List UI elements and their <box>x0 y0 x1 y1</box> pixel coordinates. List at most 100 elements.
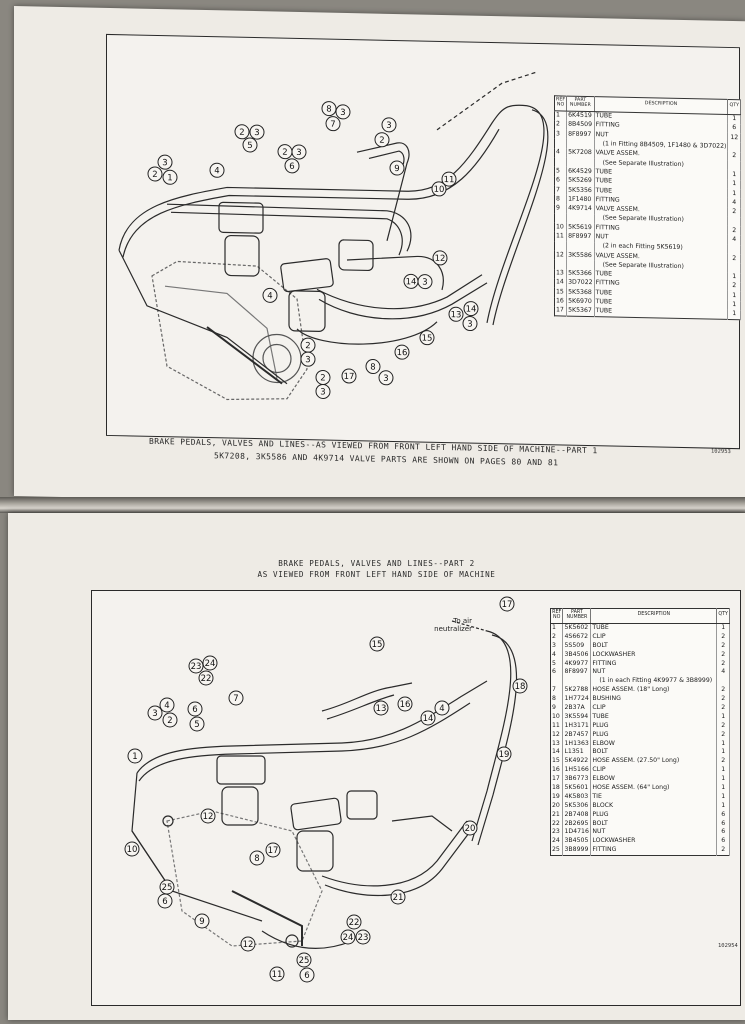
description-cell: NUT <box>590 668 718 677</box>
callout: 16 <box>394 344 410 360</box>
svg-text:17: 17 <box>268 846 279 856</box>
qty-cell <box>727 263 741 273</box>
callout: 3 <box>147 705 163 721</box>
ref-cell: 11 <box>550 721 564 731</box>
qty-cell <box>727 142 741 153</box>
qty-cell: 2 <box>716 845 730 856</box>
qty-cell: 6 <box>716 836 730 846</box>
description-cell: BLOCK <box>590 801 718 811</box>
ref-cell: 12 <box>550 730 564 740</box>
part-number-cell: 1H5166 <box>562 765 592 775</box>
description-cell: HOSE ASSEM. (18" Long) <box>590 685 718 695</box>
description-cell: FITTING <box>590 659 718 669</box>
qty-cell: 2 <box>727 151 741 162</box>
callout: 12 <box>240 936 256 952</box>
description-cell: BOLT <box>590 748 718 757</box>
svg-text:21: 21 <box>393 893 404 903</box>
part-number-cell <box>562 676 592 686</box>
description-cell: HOSE ASSEM. (64" Long) <box>590 783 718 793</box>
callout: 6 <box>284 158 300 174</box>
callout: 2 <box>234 124 250 140</box>
ref-cell: 24 <box>550 836 564 846</box>
callout: 9 <box>389 160 405 176</box>
qty-cell: 2 <box>716 650 730 660</box>
part-number-cell <box>566 213 595 224</box>
description-cell: BOLT <box>590 641 718 651</box>
ref-cell: 4 <box>554 148 567 158</box>
svg-text:6: 6 <box>304 971 309 981</box>
callout: 3 <box>462 316 478 332</box>
qty-cell: 6 <box>727 123 741 134</box>
qty-cell: 1 <box>716 748 730 757</box>
qty-cell: 1 <box>727 114 741 125</box>
callout: 5 <box>189 716 205 732</box>
page-title: BRAKE PEDALS, VALVES AND LINES--PART 2 <box>278 559 475 568</box>
svg-text:1: 1 <box>132 752 137 762</box>
description-cell: NUT <box>590 828 718 837</box>
callout: 4 <box>209 162 225 178</box>
ref-cell: 9 <box>550 703 564 713</box>
ref-cell: 8 <box>554 194 567 205</box>
callout: 8 <box>321 101 337 117</box>
qty-cell: 6 <box>716 810 730 820</box>
callout: 3 <box>315 383 331 399</box>
svg-text:23: 23 <box>358 933 369 943</box>
figure-number: 102954 <box>718 943 738 949</box>
ref-cell: 1 <box>554 110 567 121</box>
callout: 6 <box>299 967 315 983</box>
ref-cell: 6 <box>550 668 564 677</box>
part-number-cell: 1H7724 <box>562 694 592 704</box>
svg-text:12: 12 <box>243 940 254 950</box>
figure-frame: 3 2 1 4 2 3 5 2 3 6 8 3 7 3 2 9 11 10 12… <box>106 33 740 450</box>
callout: 22 <box>198 670 214 686</box>
qty-cell: 1 <box>727 309 741 320</box>
part-number-cell: 4K9714 <box>566 204 595 215</box>
description-cell: PLUG <box>590 721 718 731</box>
ref-cell: 17 <box>554 306 567 317</box>
qty-cell: 12 <box>727 133 741 143</box>
part-number-cell: 5K5368 <box>566 287 595 298</box>
svg-text:3: 3 <box>422 278 427 288</box>
part-number-cell: 5K5601 <box>562 783 592 793</box>
callout: 7 <box>325 116 341 132</box>
qty-cell: 2 <box>716 641 730 651</box>
svg-text:22: 22 <box>201 674 212 684</box>
svg-text:2: 2 <box>282 148 287 158</box>
column-header-part: PART NUMBER <box>566 96 595 112</box>
qty-cell: 1 <box>727 188 741 199</box>
description-cell: CLIP <box>590 632 718 642</box>
svg-text:3: 3 <box>162 158 167 168</box>
callout: 3 <box>157 154 173 170</box>
svg-text:23: 23 <box>191 662 202 672</box>
svg-text:6: 6 <box>192 705 197 715</box>
qty-cell: 2 <box>716 756 730 766</box>
ref-cell: 14 <box>554 278 567 288</box>
qty-cell <box>716 676 730 686</box>
qty-cell: 2 <box>716 721 730 731</box>
qty-cell: 2 <box>727 254 741 264</box>
ref-cell <box>554 138 567 149</box>
part-number-cell: 2B7457 <box>562 730 592 740</box>
ref-cell: 15 <box>554 287 567 298</box>
qty-cell: 2 <box>716 694 730 704</box>
part-number-cell: 5K5619 <box>566 222 595 233</box>
description-cell: TUBE <box>590 623 718 633</box>
callout: 24 <box>340 929 356 945</box>
svg-text:8: 8 <box>370 362 375 372</box>
callout: 25 <box>296 952 312 968</box>
callout: 12 <box>432 250 448 266</box>
svg-text:2: 2 <box>152 170 157 180</box>
description-cell: TUBE <box>590 712 718 722</box>
qty-cell: 1 <box>727 291 741 301</box>
callout: 3 <box>378 370 394 386</box>
description-cell: CLIP <box>590 765 718 775</box>
qty-cell: 1 <box>716 801 730 811</box>
